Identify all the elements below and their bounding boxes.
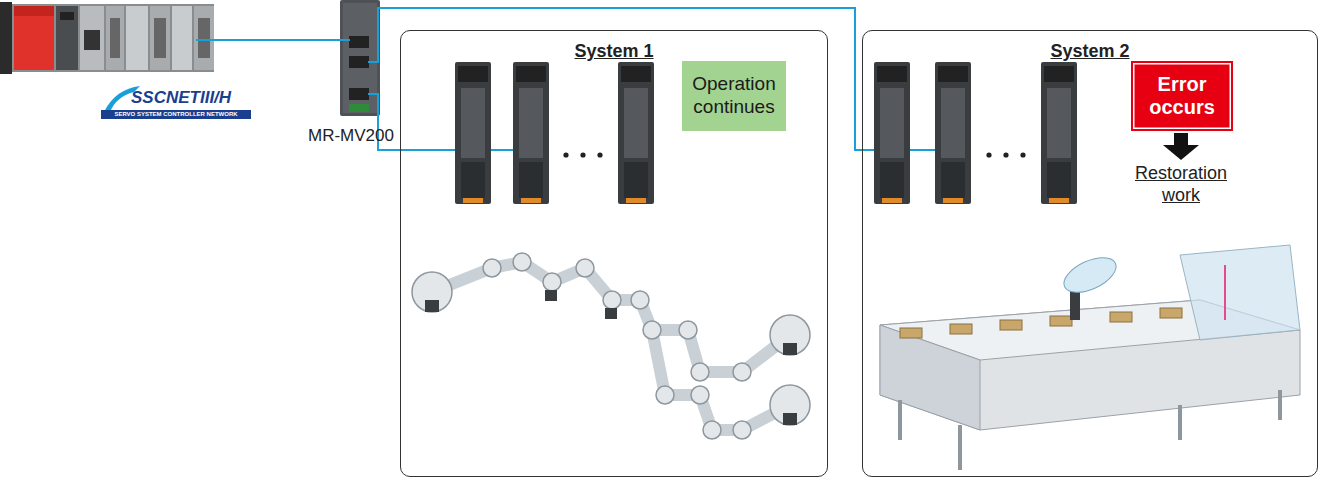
system-group: System 1 Operation continues <box>400 30 828 477</box>
down-arrow <box>1163 133 1199 160</box>
network-logo-text: SSCNETIII/H <box>131 88 261 108</box>
status-text: Operation continues <box>686 73 782 119</box>
mr-mv200-unit <box>340 0 380 116</box>
group-heading: System 2 <box>863 41 1317 62</box>
result-text: Restoration work <box>1126 163 1236 206</box>
status-text: Error occurs <box>1137 73 1227 119</box>
status-box: Operation continues <box>682 61 786 131</box>
roller-line-illustration <box>412 253 810 439</box>
servo-amplifier <box>455 62 1077 204</box>
ellipsis-dots <box>563 152 1025 157</box>
plc-controller <box>0 2 214 74</box>
device-name: MR-MV200 <box>296 126 406 146</box>
network-logo-subtitle: SERVO SYSTEM CONTROLLER NETWORK <box>101 110 251 119</box>
system-group: System 2 Error occurs <box>862 30 1318 477</box>
packaging-machine-illustration <box>880 245 1300 470</box>
status-box: Error occurs <box>1131 61 1233 131</box>
group-heading: System 1 <box>401 41 827 62</box>
